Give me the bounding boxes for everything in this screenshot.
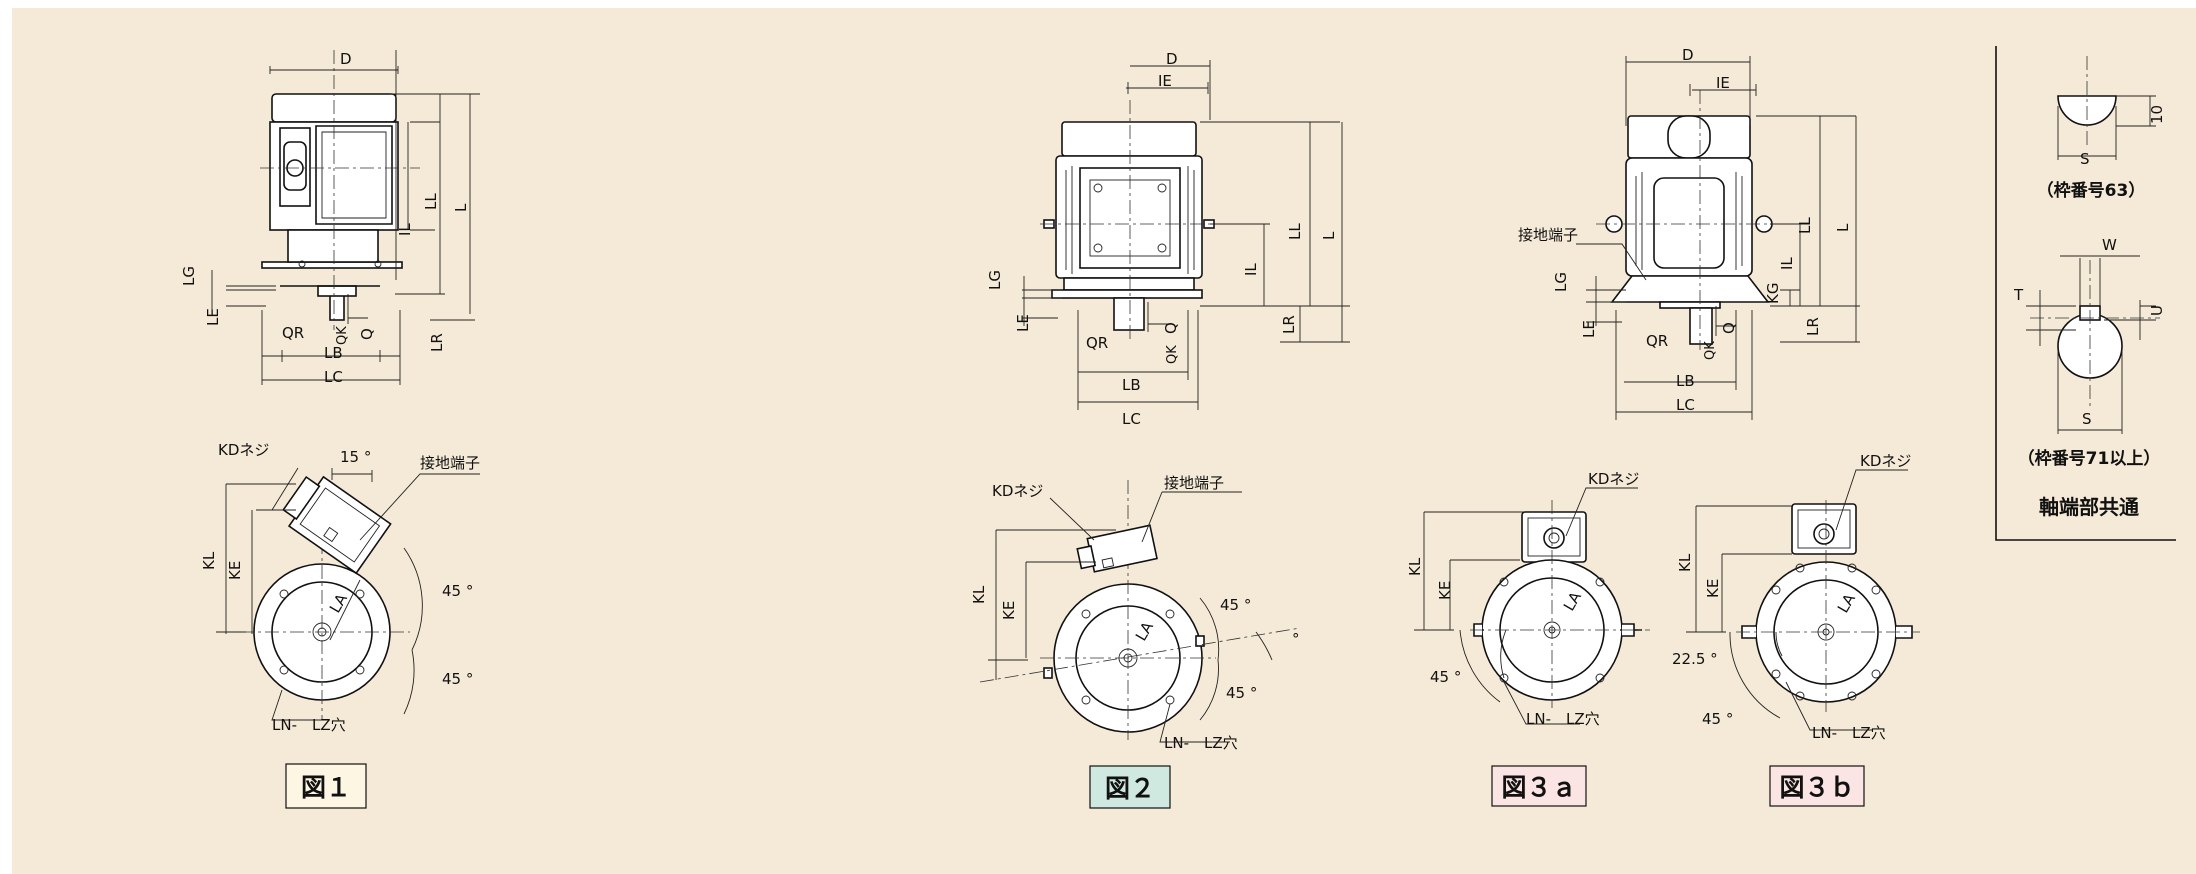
fig3a-dim-KL: KL bbox=[1406, 557, 1424, 576]
fig2-dim-KL: KL bbox=[970, 585, 988, 604]
fig1-front-view: KDネジ 15 ° 接地端子 KL KE LA 45 ° 45 ° LN- LZ… bbox=[200, 441, 480, 734]
shaft-dim-10: 10 bbox=[2148, 105, 2166, 124]
fig1-title: 図１ bbox=[301, 773, 351, 802]
fig3-dim-QR: QR bbox=[1646, 332, 1668, 350]
fig3b-caption: 図３ｂ bbox=[1769, 765, 1865, 807]
fig1-dim-LC: LC bbox=[324, 368, 343, 386]
fig3-dim-LC: LC bbox=[1676, 396, 1695, 414]
fig2-dim-IE: IE bbox=[1158, 72, 1172, 90]
fig3b-kd-label: KDネジ bbox=[1860, 452, 1911, 470]
fig3a-kd-label: KDネジ bbox=[1588, 470, 1639, 488]
fig3b-hole-label: LN- LZ穴 bbox=[1812, 724, 1886, 742]
fig3-dim-Q: Q bbox=[1720, 322, 1738, 334]
fig2-dim-LB: LB bbox=[1122, 376, 1141, 394]
fig3-side-view: D IE LL L IL KG LG LE QR QK Q LR LB LC 接… bbox=[1518, 46, 1860, 420]
fig1-angle-45a: 45 ° bbox=[442, 582, 473, 600]
fig2-dim-QR: QR bbox=[1086, 334, 1108, 352]
fig1-dim-LG: LG bbox=[180, 266, 198, 286]
fig2-dim-D: D bbox=[1166, 50, 1178, 68]
fig2-dim-LG: LG bbox=[986, 270, 1004, 290]
fig2-dim-Q: Q bbox=[1162, 322, 1180, 334]
fig2-dim-KE: KE bbox=[1000, 601, 1018, 620]
fig2-caption: 図２ bbox=[1089, 765, 1171, 809]
shaft-end-panel: S 10 （枠番号63） W T U S （枠番号71以上） 軸端部共通 bbox=[1995, 46, 2176, 541]
fig3-dim-LR: LR bbox=[1804, 317, 1822, 336]
fig1-side-view: D LL L IL LG LE QR QK Q LR LB LC bbox=[180, 50, 480, 386]
shaft-caption-71: （枠番号71以上） bbox=[2018, 448, 2161, 469]
shaft-dim-S1: S bbox=[2080, 150, 2090, 168]
fig3b-dim-KL: KL bbox=[1676, 553, 1694, 572]
fig2-dim-QK: QK bbox=[1165, 345, 1180, 364]
fig3b-angle-225: 22.5 ° bbox=[1672, 650, 1718, 668]
fig3-dim-D: D bbox=[1682, 46, 1694, 64]
shaft-dim-U: U bbox=[2148, 305, 2166, 316]
fig3a-angle-45: 45 ° bbox=[1430, 668, 1461, 686]
fig2-front-view: KDネジ 接地端子 KL KE LA 45 ° 45 ° ° LN- LZ穴 bbox=[970, 474, 1301, 752]
shaft-dim-T: T bbox=[2013, 286, 2024, 304]
fig3a-title: 図３ａ bbox=[1501, 773, 1576, 802]
fig1-dim-LE: LE bbox=[204, 308, 222, 326]
fig3-dim-LL: LL bbox=[1796, 217, 1814, 234]
fig1-angle-45b: 45 ° bbox=[442, 670, 473, 688]
shaft-dim-S2: S bbox=[2082, 410, 2092, 428]
fig2-hole-label: LN- LZ穴 bbox=[1164, 734, 1238, 752]
fig1-dim-IL: IL bbox=[396, 223, 414, 236]
fig1-dim-Q: Q bbox=[358, 328, 376, 340]
fig1-dim-LB: LB bbox=[324, 344, 343, 362]
fig1-hole-label: LN- LZ穴 bbox=[272, 716, 346, 734]
fig1-dim-L: L bbox=[452, 203, 470, 212]
fig1-dim-D: D bbox=[340, 50, 352, 68]
fig3a-front-view: KDネジ KL KE LA 45 ° LN- LZ穴 bbox=[1406, 470, 1650, 728]
fig3b-title: 図３ｂ bbox=[1779, 773, 1854, 802]
fig1-kd-label: KDネジ bbox=[218, 441, 269, 459]
fig2-dim-LL: LL bbox=[1286, 223, 1304, 240]
fig3-dim-L: L bbox=[1834, 223, 1852, 232]
fig3-dim-IE: IE bbox=[1716, 74, 1730, 92]
shaft-caption-63: （枠番号63） bbox=[2037, 180, 2146, 201]
fig3-dim-LB: LB bbox=[1676, 372, 1695, 390]
fig3b-front-view: KDネジ KL KE LA 22.5 ° 45 ° LN- LZ穴 bbox=[1672, 452, 1920, 742]
fig3-dim-LG: LG bbox=[1552, 272, 1570, 292]
fig3b-angle-45: 45 ° bbox=[1702, 710, 1733, 728]
fig2-ground-label: 接地端子 bbox=[1164, 474, 1224, 492]
shaft-dim-W: W bbox=[2102, 236, 2117, 254]
fig2-dim-LR: LR bbox=[1280, 315, 1298, 334]
fig2-dim-L: L bbox=[1320, 231, 1338, 240]
fig2-dim-LE: LE bbox=[1014, 314, 1032, 332]
fig2-dim-IL: IL bbox=[1242, 263, 1260, 276]
fig3b-dim-KE: KE bbox=[1704, 579, 1722, 598]
shaft-caption-common: 軸端部共通 bbox=[2039, 495, 2139, 519]
fig3a-caption: 図３ａ bbox=[1491, 765, 1587, 807]
fig3a-dim-KE: KE bbox=[1436, 581, 1454, 600]
fig1-dim-LL: LL bbox=[422, 193, 440, 210]
fig3-dim-KG: KG bbox=[1764, 283, 1782, 304]
fig3-dim-IL: IL bbox=[1778, 257, 1796, 270]
fig1-caption: 図１ bbox=[285, 763, 367, 809]
fig1-dim-LR: LR bbox=[428, 333, 446, 352]
fig2-title: 図２ bbox=[1105, 774, 1155, 803]
fig1-dim-KE: KE bbox=[226, 561, 244, 580]
fig1-angle-15: 15 ° bbox=[340, 448, 371, 466]
fig2-kd-label: KDネジ bbox=[992, 482, 1043, 500]
fig1-dim-QR: QR bbox=[282, 324, 304, 342]
fig2-angle-45b: 45 ° bbox=[1226, 684, 1257, 702]
fig2-dim-LC: LC bbox=[1122, 410, 1141, 428]
fig3a-hole-label: LN- LZ穴 bbox=[1526, 710, 1600, 728]
fig2-side-view: D IE LL L IL LG LE QR QK Q LR LB LC bbox=[986, 50, 1350, 428]
fig3-ground-label: 接地端子 bbox=[1518, 226, 1578, 244]
fig2-angle-small: ° bbox=[1292, 630, 1300, 648]
fig1-dim-QK: QK bbox=[335, 326, 350, 345]
fig3-dim-QK: QK bbox=[1703, 341, 1718, 360]
fig3-dim-LE: LE bbox=[1580, 320, 1598, 338]
fig1-dim-KL: KL bbox=[200, 551, 218, 570]
fig1-ground-label: 接地端子 bbox=[420, 454, 480, 472]
fig2-angle-45a: 45 ° bbox=[1220, 596, 1251, 614]
